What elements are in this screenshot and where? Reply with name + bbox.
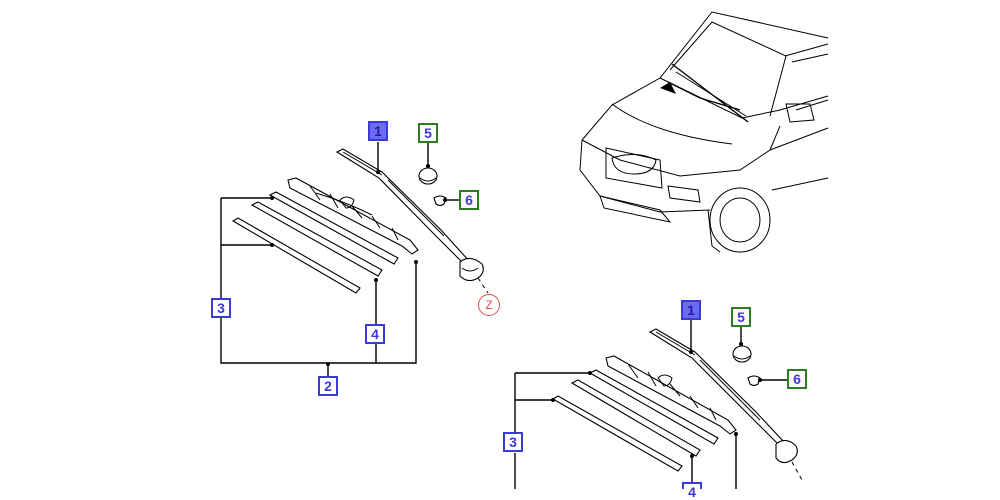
callout-bottom-part-3[interactable]: 3 bbox=[503, 432, 523, 452]
bottom-wiper-arm bbox=[648, 328, 798, 464]
top-wiper-assembly bbox=[220, 142, 489, 376]
callout-top-part-5[interactable]: 5 bbox=[418, 123, 438, 143]
callout-bottom-part-1[interactable]: 1 bbox=[681, 300, 701, 320]
callout-top-part-3[interactable]: 3 bbox=[211, 298, 231, 318]
bottom-blade-strip-c bbox=[551, 395, 683, 472]
bottom-blade-strip-b bbox=[570, 379, 701, 457]
top-cap bbox=[433, 195, 447, 207]
bottom-wiper-assembly bbox=[514, 320, 803, 489]
bottom-wiper-blade-frame bbox=[605, 355, 737, 435]
callout-bottom-part-4[interactable]: 4 bbox=[682, 482, 702, 500]
bottom-nut bbox=[732, 345, 752, 363]
callout-bottom-part-6[interactable]: 6 bbox=[787, 369, 807, 389]
reference-z-marker[interactable]: Z bbox=[478, 294, 500, 316]
top-blade-strip-a bbox=[268, 191, 399, 265]
vehicle-illustration bbox=[579, 11, 829, 253]
callout-top-part-1[interactable]: 1 bbox=[368, 121, 388, 141]
callout-top-part-6[interactable]: 6 bbox=[459, 190, 479, 210]
top-nut bbox=[418, 167, 438, 185]
bottom-blade-strip-a bbox=[588, 369, 719, 445]
top-blade-strip-b bbox=[250, 201, 383, 277]
wiper-parts-diagram bbox=[220, 11, 829, 489]
bottom-cap bbox=[747, 375, 761, 387]
top-wiper-arm bbox=[335, 148, 484, 282]
callout-top-part-4[interactable]: 4 bbox=[365, 324, 385, 344]
callout-top-part-2[interactable]: 2 bbox=[318, 376, 338, 396]
top-blade-strip-c bbox=[231, 217, 361, 294]
callout-bottom-part-5[interactable]: 5 bbox=[731, 307, 751, 327]
top-wiper-blade-frame bbox=[287, 177, 419, 255]
